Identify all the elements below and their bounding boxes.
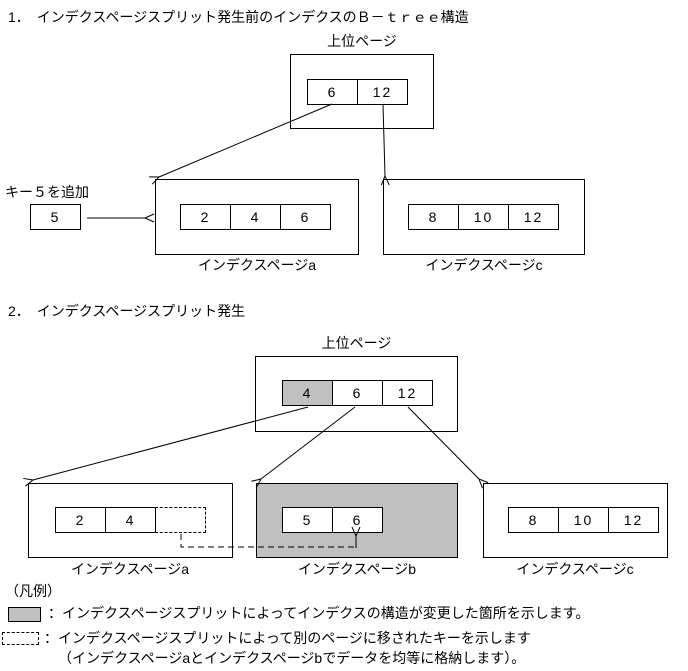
key-cell: 2 — [180, 204, 231, 230]
key-cell: 6 — [332, 380, 383, 406]
key-cell: 8 — [508, 507, 559, 533]
section1-title: 1． インデクスページスプリット発生前のインデクスのＢ－ｔｒｅｅ構造 — [8, 9, 469, 25]
key-cell: 10 — [558, 507, 609, 533]
key-cell: 6 — [280, 204, 331, 230]
key-cell: 2 — [55, 507, 106, 533]
key-cell: 10 — [458, 204, 509, 230]
moved-key-cell-dashed — [155, 507, 206, 533]
key-cell: 4 — [105, 507, 156, 533]
section2-root-page-label: 上位ページ — [321, 335, 392, 351]
section1-key-add-label: キー５を追加 — [5, 184, 89, 200]
legend-dashed-text2: （インデクスページaとインデクスページbでデータを均等に格納します）。 — [58, 650, 526, 666]
moved-key-swatch — [2, 632, 39, 645]
section1-page-a-cells: 2 4 6 — [180, 204, 331, 230]
legend-dashed-text: ：インデクスページスプリットによって別のページに移されたキーを示します — [44, 630, 531, 646]
key-cell: 6 — [332, 507, 383, 533]
key-cell-highlighted: 4 — [282, 380, 333, 406]
key-cell: 12 — [608, 507, 659, 533]
section1-page-c-label: インデクスページc — [425, 257, 543, 273]
key-cell: 8 — [408, 204, 459, 230]
key-cell: 5 — [282, 507, 333, 533]
section1-key-add-box: 5 — [30, 204, 81, 230]
section2-page-c-cells: 8 10 12 — [508, 507, 659, 533]
key-cell: 5 — [30, 204, 81, 230]
key-cell: 4 — [230, 204, 281, 230]
section1-page-a-label: インデクスページa — [197, 257, 317, 273]
key-cell: 6 — [307, 79, 358, 105]
key-cell: 12 — [382, 380, 433, 406]
section2-page-b-cells: 5 6 — [282, 507, 383, 533]
section1-page-c-cells: 8 10 12 — [408, 204, 559, 230]
section2-page-a-label: インデクスページa — [70, 561, 190, 577]
legend-title: （凡例） — [5, 583, 61, 599]
changed-area-swatch — [8, 607, 41, 622]
key-cell: 12 — [508, 204, 559, 230]
section2-title: 2． インデクスページスプリット発生 — [8, 303, 246, 319]
section1-root-cells: 6 12 — [307, 79, 408, 105]
key-cell: 12 — [357, 79, 408, 105]
section2-root-cells: 4 6 12 — [282, 380, 433, 406]
section1-root-page-label: 上位ページ — [327, 33, 397, 49]
legend-gray-text: ：インデクスページスプリットによってインデクスの構造が変更した箇所を示します。 — [48, 605, 590, 621]
section2-page-a-cells: 2 4 — [55, 507, 206, 533]
section2-page-c-label: インデクスページc — [516, 561, 634, 577]
section2-page-b-label: インデクスページb — [297, 561, 417, 577]
